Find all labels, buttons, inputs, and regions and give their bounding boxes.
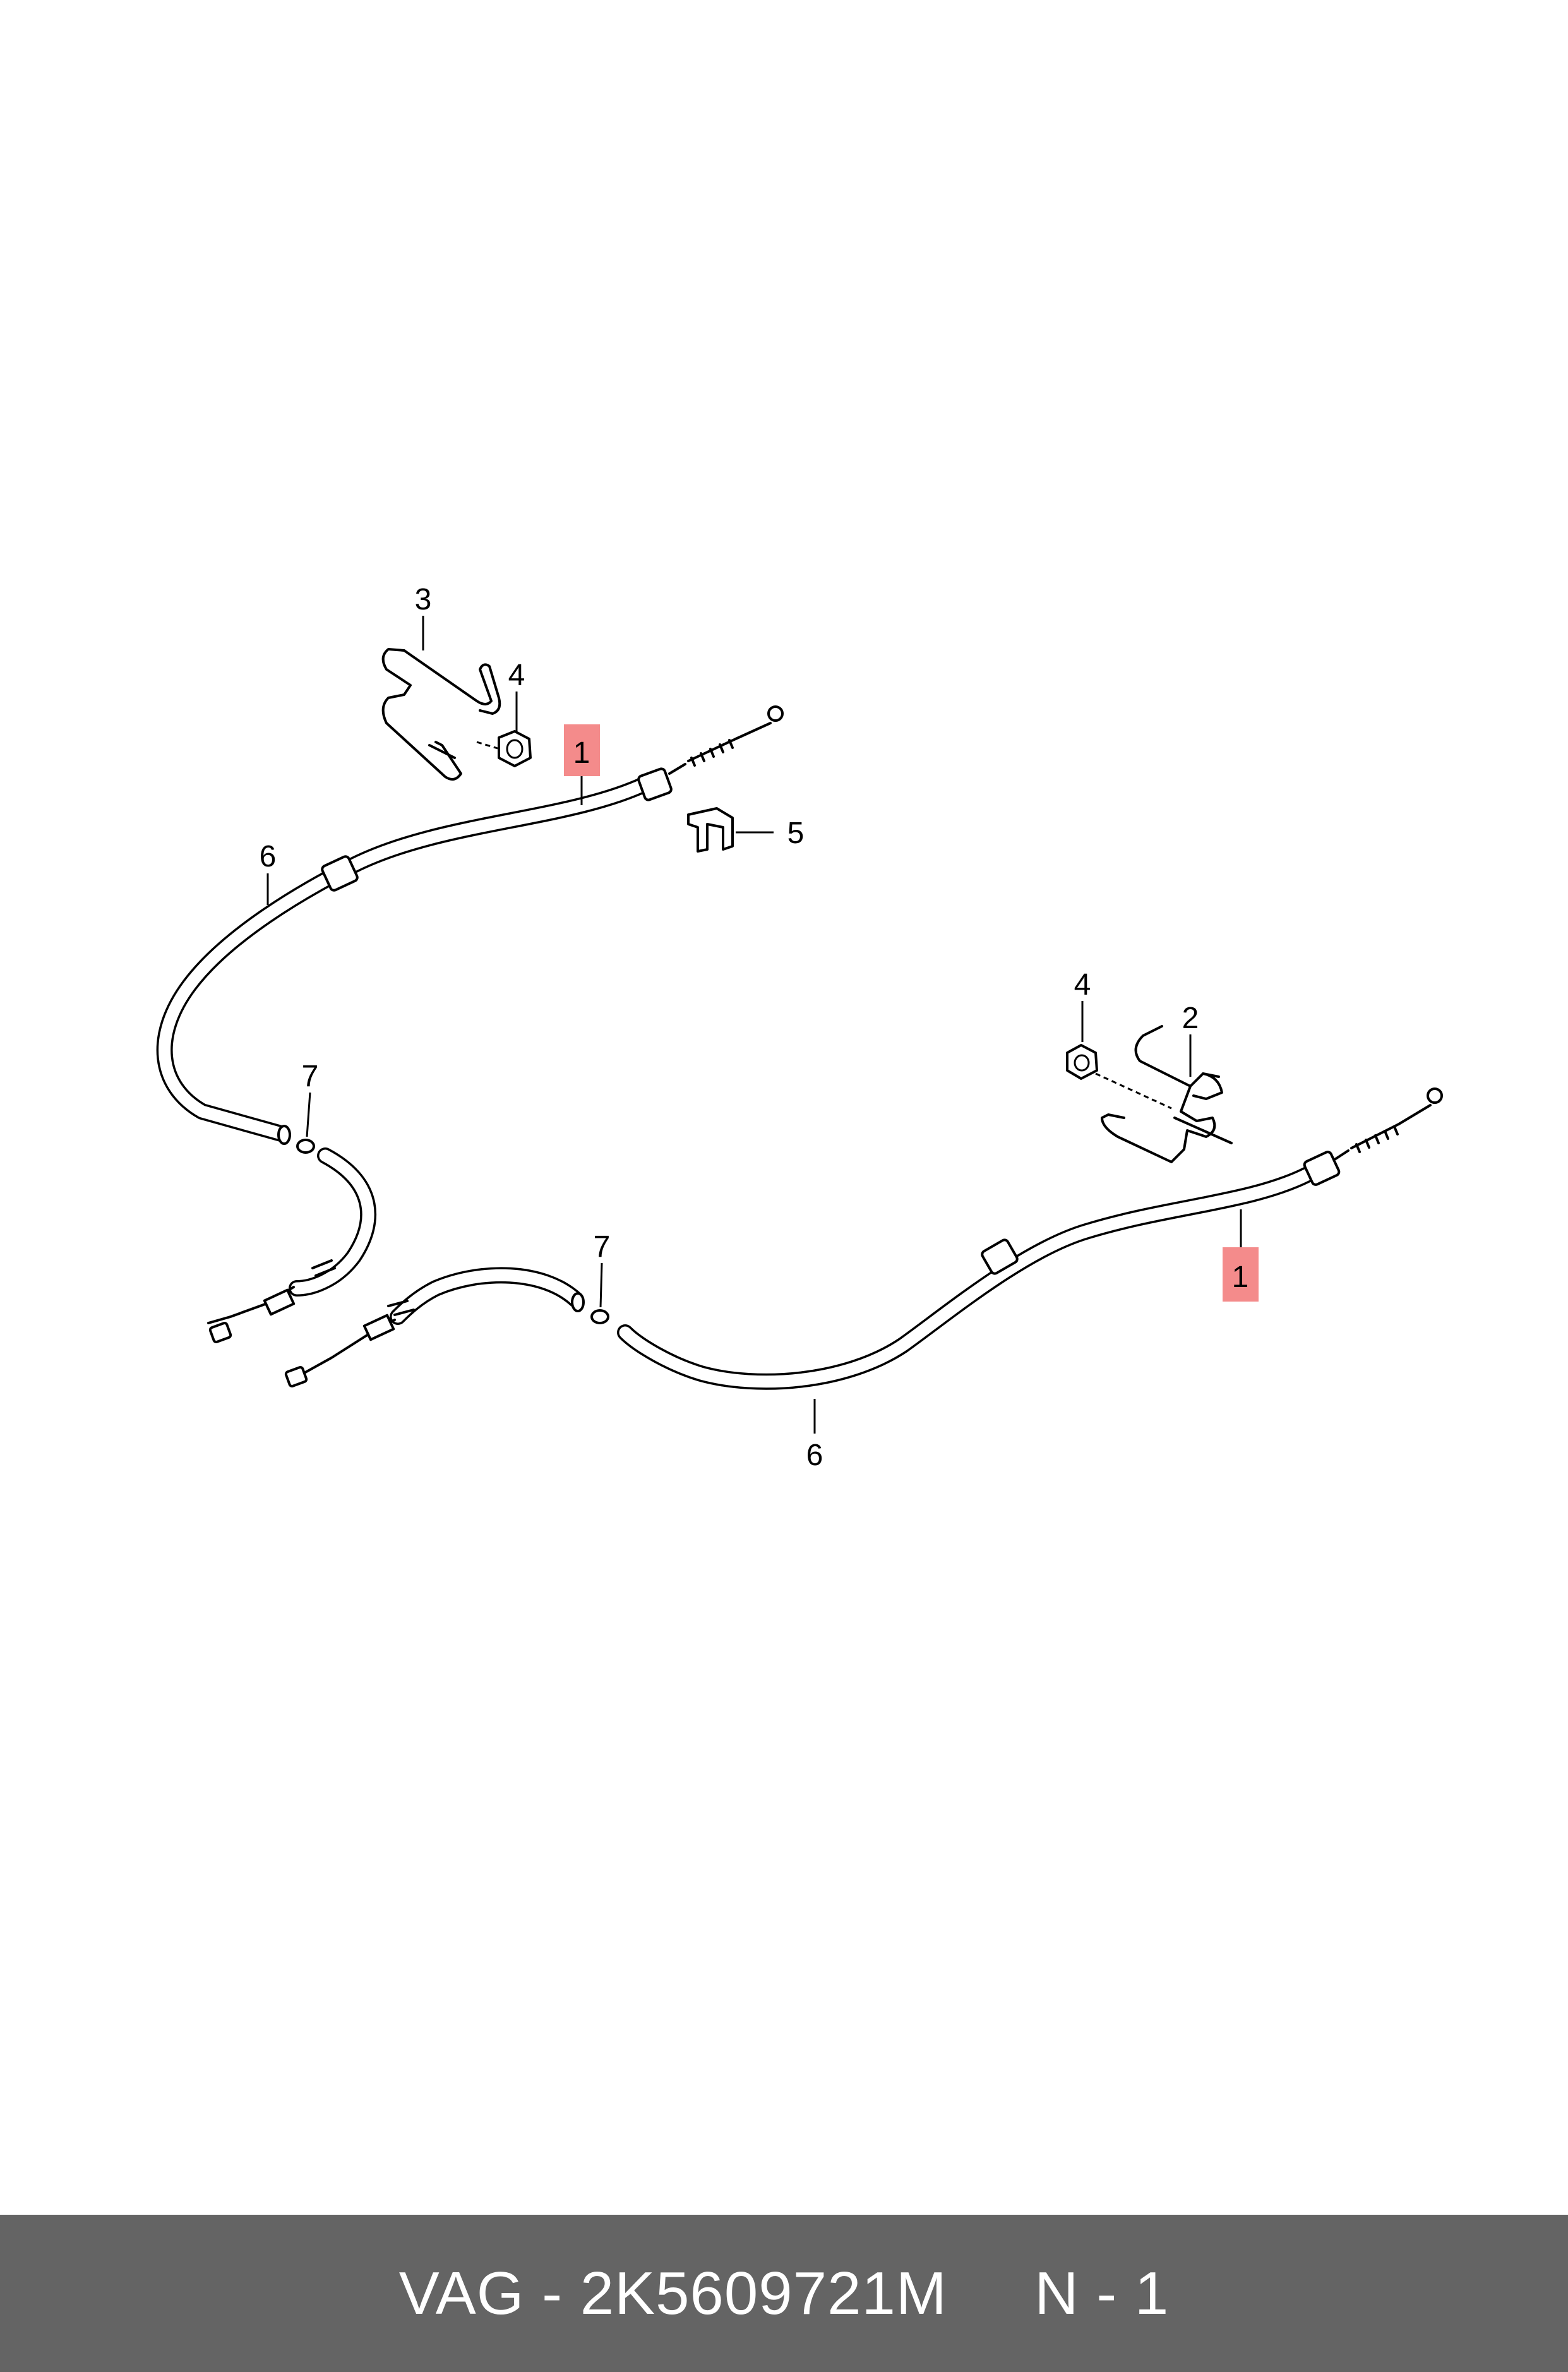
ring-7-upper [296,1139,315,1154]
callout-6-upper: 6 [260,840,277,905]
callout-highlight [564,724,600,776]
callout-label: 7 [302,1060,319,1093]
bracket-2 [1101,1025,1233,1163]
nut-4 [476,730,532,767]
callout-3: 3 [415,583,432,650]
callout-label: 7 [594,1230,611,1264]
cable-sheath-upper [156,775,655,1142]
ring-7-lower [590,1309,609,1324]
callout-4-lower: 4 [1074,968,1091,1042]
upper-brake-cable-assembly [156,648,784,1343]
callout-4-upper: 4 [508,659,525,731]
callout-2: 2 [1182,1002,1199,1077]
callout-label: 6 [806,1439,823,1472]
clip-5 [687,807,734,853]
callout-1-lower: 1 [1223,1209,1259,1302]
callout-6-lower: 6 [806,1399,823,1472]
bracket-3 [381,648,501,781]
callout-label: 5 [787,817,805,850]
part-number-text: VAG - 2K5609721M N - 1 [398,2259,1170,2327]
callout-highlight [1223,1247,1259,1302]
callout-label: 4 [1074,968,1091,1002]
callout-label: 3 [415,583,432,616]
callout-label: 1 [573,736,590,770]
callout-label: 2 [1182,1002,1199,1035]
cable-spring-upper [668,738,737,775]
callout-1-upper: 1 [564,724,600,805]
callout-label: 4 [508,659,525,692]
lower-brake-cable-assembly [284,1025,1443,1390]
callout-label: 1 [1232,1261,1249,1294]
part-number-footer: VAG - 2K5609721M N - 1 [0,2215,1568,2372]
nut-4-lower [1066,1044,1172,1110]
callout-label: 6 [260,840,277,873]
cable-spring-lower [1334,1123,1400,1160]
callout-5: 5 [736,817,804,850]
callout-7-lower: 7 [594,1230,611,1308]
callout-7-upper: 7 [302,1060,319,1137]
parts-diagram: 1 3 4 5 6 7 1 2 4 6 7 [156,583,1443,1472]
